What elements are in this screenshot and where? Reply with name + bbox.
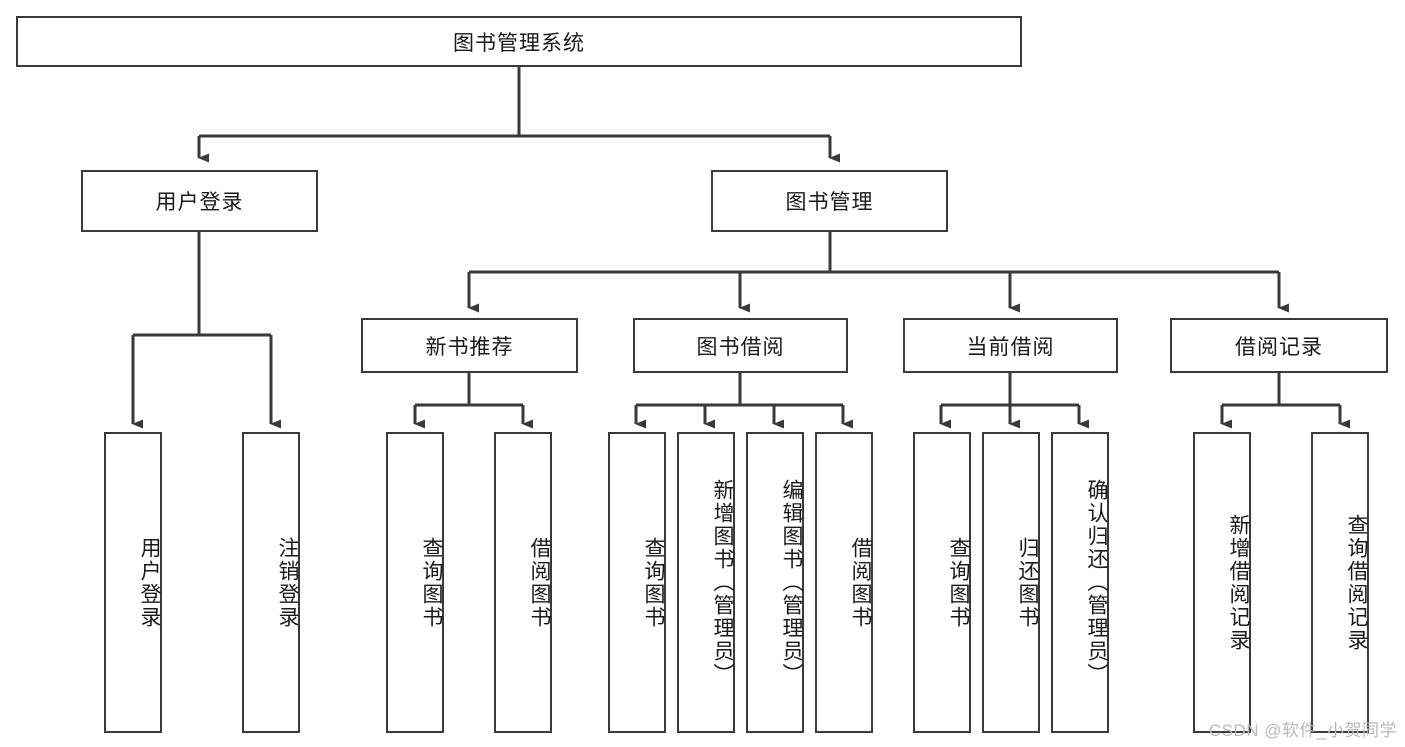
node-leaf-query-book-3[interactable]: 查询图书 [913, 432, 971, 733]
node-label: 用户登录 [155, 191, 244, 214]
node-label: 图书管理 [785, 191, 874, 214]
node-label: 查询借阅记录 [1345, 513, 1368, 652]
node-leaf-add-borrow-record[interactable]: 新增借阅记录 [1193, 432, 1251, 733]
node-label: 新书推荐 [425, 335, 514, 359]
node-label: 借阅记录 [1235, 335, 1323, 359]
node-label: 新增借阅记录 [1227, 513, 1250, 652]
node-leaf-return-book[interactable]: 归还图书 [982, 432, 1040, 733]
node-label: 归还图书 [1016, 536, 1039, 629]
node-label: 编辑图书（管理员） [780, 479, 803, 686]
node-label: 图书借阅 [696, 335, 785, 359]
node-label: 当前借阅 [966, 335, 1055, 359]
node-book-management[interactable]: 图书管理 [711, 170, 948, 232]
node-leaf-add-book[interactable]: 新增图书（管理员） [677, 432, 735, 733]
node-leaf-query-book-1[interactable]: 查询图书 [386, 432, 444, 733]
node-current-borrow[interactable]: 当前借阅 [903, 318, 1118, 373]
node-label: 图书管理系统 [453, 31, 585, 55]
node-leaf-query-borrow-record[interactable]: 查询借阅记录 [1311, 432, 1369, 733]
node-label: 新增图书（管理员） [711, 479, 734, 686]
node-leaf-borrow-book-2[interactable]: 借阅图书 [815, 432, 873, 733]
node-system-root[interactable]: 图书管理系统 [16, 16, 1022, 67]
node-label: 确认归还（管理员） [1085, 479, 1108, 686]
node-label: 用户登录 [138, 536, 161, 629]
csdn-watermark: CSDN @软件_小贺同学 [1208, 721, 1397, 740]
node-label: 借阅图书 [528, 536, 551, 629]
node-leaf-borrow-book-1[interactable]: 借阅图书 [494, 432, 552, 733]
node-borrow-record[interactable]: 借阅记录 [1170, 318, 1388, 373]
node-leaf-confirm-return[interactable]: 确认归还（管理员） [1051, 432, 1109, 733]
node-user-login[interactable]: 用户登录 [81, 170, 318, 232]
node-label: 注销登录 [276, 536, 299, 629]
node-label: 借阅图书 [849, 536, 872, 629]
node-leaf-query-book-2[interactable]: 查询图书 [608, 432, 666, 733]
node-book-borrow[interactable]: 图书借阅 [633, 318, 848, 373]
node-label: 查询图书 [947, 536, 970, 629]
node-leaf-logout-login[interactable]: 注销登录 [242, 432, 300, 733]
node-leaf-user-login[interactable]: 用户登录 [104, 432, 162, 733]
node-label: 查询图书 [420, 536, 443, 629]
node-label: 查询图书 [642, 536, 665, 629]
node-new-book-recommend[interactable]: 新书推荐 [361, 318, 578, 373]
node-leaf-edit-book[interactable]: 编辑图书（管理员） [746, 432, 804, 733]
